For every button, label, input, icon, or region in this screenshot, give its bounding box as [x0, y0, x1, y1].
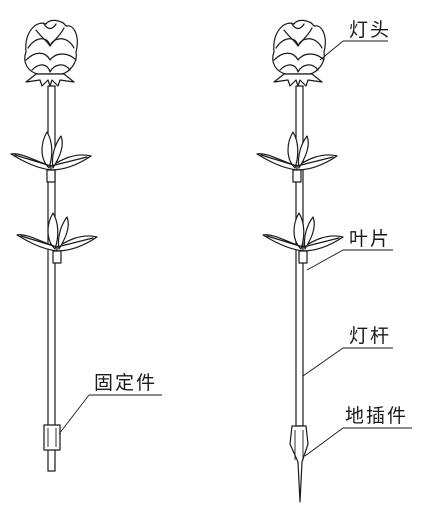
leader-pole: [302, 347, 393, 377]
leader-lamp-head: [319, 40, 388, 61]
label-lamp-head: 灯头: [349, 19, 391, 41]
left-rose-lamp: [10, 19, 98, 472]
left-pole: [47, 85, 56, 472]
left-fixing-part: [43, 424, 61, 451]
left-lamp-head: [24, 19, 78, 87]
right-lamp-head: [272, 19, 326, 87]
label-ground-stake: 地插件: [345, 405, 408, 427]
right-rose-lamp: [256, 19, 344, 503]
label-pole: 灯杆: [349, 325, 391, 347]
label-leaf: 叶片: [349, 228, 391, 250]
leader-fixing-part: [58, 394, 162, 435]
left-leaf-lower: [16, 212, 98, 264]
leader-leaf: [306, 249, 393, 271]
leader-ground-stake: [304, 427, 412, 457]
label-fixing-part: 固定件: [94, 372, 157, 394]
right-ground-stake: [289, 425, 309, 503]
